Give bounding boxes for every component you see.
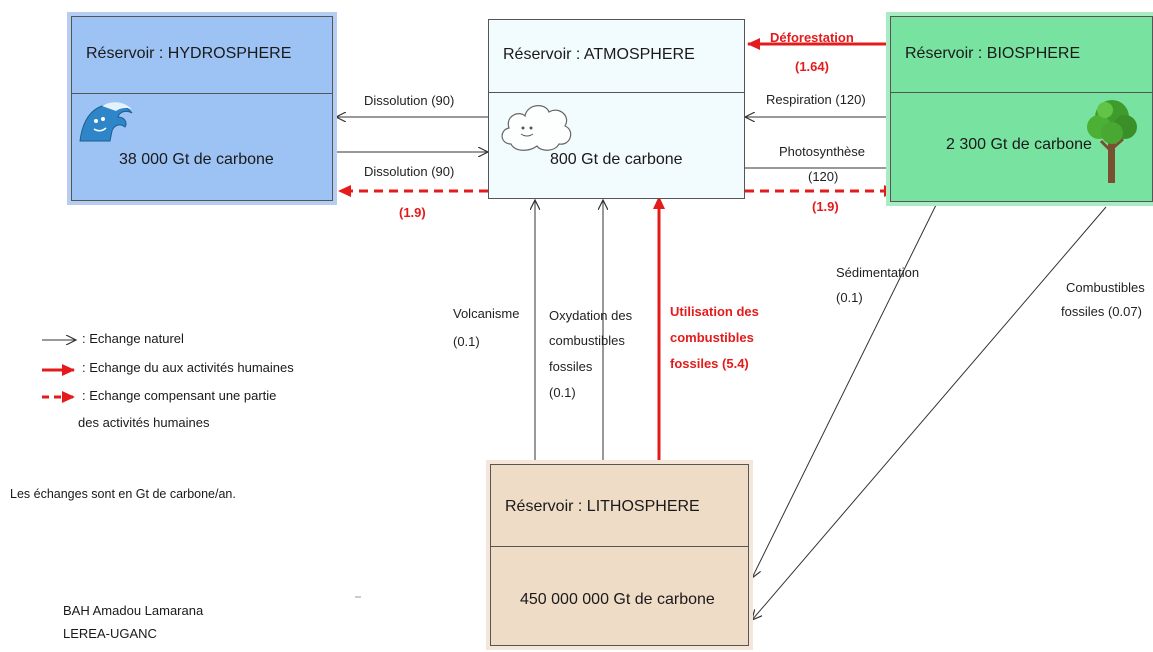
label-deforestation-value: (1.64) [795, 59, 829, 74]
label-oxydation-2: combustibles [549, 333, 625, 348]
lithosphere-title: Réservoir : LITHOSPHERE [505, 498, 700, 515]
legend-compensating-label-2: des activités humaines [78, 415, 210, 430]
biosphere-value: 2 300 Gt de carbone [946, 136, 1092, 153]
lithosphere-header: Réservoir : LITHOSPHERE [491, 465, 748, 547]
tree-icon [1087, 100, 1137, 183]
legend-human-label: : Echange du aux activités humaines [82, 360, 294, 375]
legend-natural-label: : Echange naturel [82, 331, 184, 346]
legend-compensating-label-1: : Echange compensant une partie [82, 388, 277, 403]
biosphere-reservoir: Réservoir : BIOSPHERE 2 300 Gt de carbon… [890, 16, 1153, 202]
label-deforestation: Déforestation [770, 30, 854, 45]
hydrosphere-value: 38 000 Gt de carbone [119, 151, 274, 168]
label-sedimentation: Sédimentation [836, 265, 920, 280]
label-hydro-compensation: (1.9) [399, 205, 426, 220]
label-volcanisme-value: (0.1) [453, 334, 480, 349]
biosphere-title: Réservoir : BIOSPHERE [905, 45, 1081, 62]
label-photosynthese-value: (120) [808, 169, 839, 184]
label-respiration: Respiration (120) [766, 92, 866, 107]
credit-author: BAH Amadou Lamarana [63, 603, 204, 618]
lithosphere-reservoir: Réservoir : LITHOSPHERE 450 000 000 Gt d… [490, 464, 749, 646]
label-oxydation-1: Oxydation des [549, 308, 633, 323]
atmosphere-header: Réservoir : ATMOSPHERE [489, 20, 744, 93]
label-dissolution-1: Dissolution (90) [364, 93, 455, 108]
hydrosphere-header: Réservoir : HYDROSPHERE [72, 17, 332, 94]
hydrosphere-reservoir: Réservoir : HYDROSPHERE 38 000 Gt de car… [71, 16, 333, 201]
hydrosphere-title: Réservoir : HYDROSPHERE [86, 45, 292, 62]
credit-org: LEREA-UGANC [63, 626, 157, 641]
atmosphere-title: Réservoir : ATMOSPHERE [503, 46, 695, 63]
label-oxydation-value: (0.1) [549, 385, 576, 400]
arrow-combustibles [752, 206, 1107, 620]
label-bio-compensation: (1.9) [812, 199, 839, 214]
atmosphere-value: 800 Gt de carbone [550, 151, 683, 168]
wave-icon [79, 102, 133, 142]
atmosphere-reservoir: Réservoir : ATMOSPHERE 800 Gt de carbone [488, 19, 745, 199]
label-oxydation-3: fossiles [549, 359, 593, 374]
biosphere-header: Réservoir : BIOSPHERE [891, 17, 1152, 93]
arrow-sedimentation [752, 202, 938, 578]
label-utilisation-1: Utilisation des [670, 304, 759, 319]
units-note: Les échanges sont en Gt de carbone/an. [10, 487, 236, 501]
label-photosynthese: Photosynthèse [779, 144, 866, 159]
label-volcanisme: Volcanisme [453, 306, 520, 321]
label-dissolution-2: Dissolution (90) [364, 164, 455, 179]
label-utilisation-2: combustibles [670, 330, 754, 345]
label-combustibles-1: Combustibles [1066, 280, 1145, 295]
cloud-icon [501, 105, 572, 151]
lithosphere-value: 450 000 000 Gt de carbone [520, 591, 715, 608]
label-combustibles-2: fossiles (0.07) [1061, 304, 1142, 319]
label-utilisation-3: fossiles (5.4) [670, 356, 749, 371]
label-sedimentation-value: (0.1) [836, 290, 863, 305]
